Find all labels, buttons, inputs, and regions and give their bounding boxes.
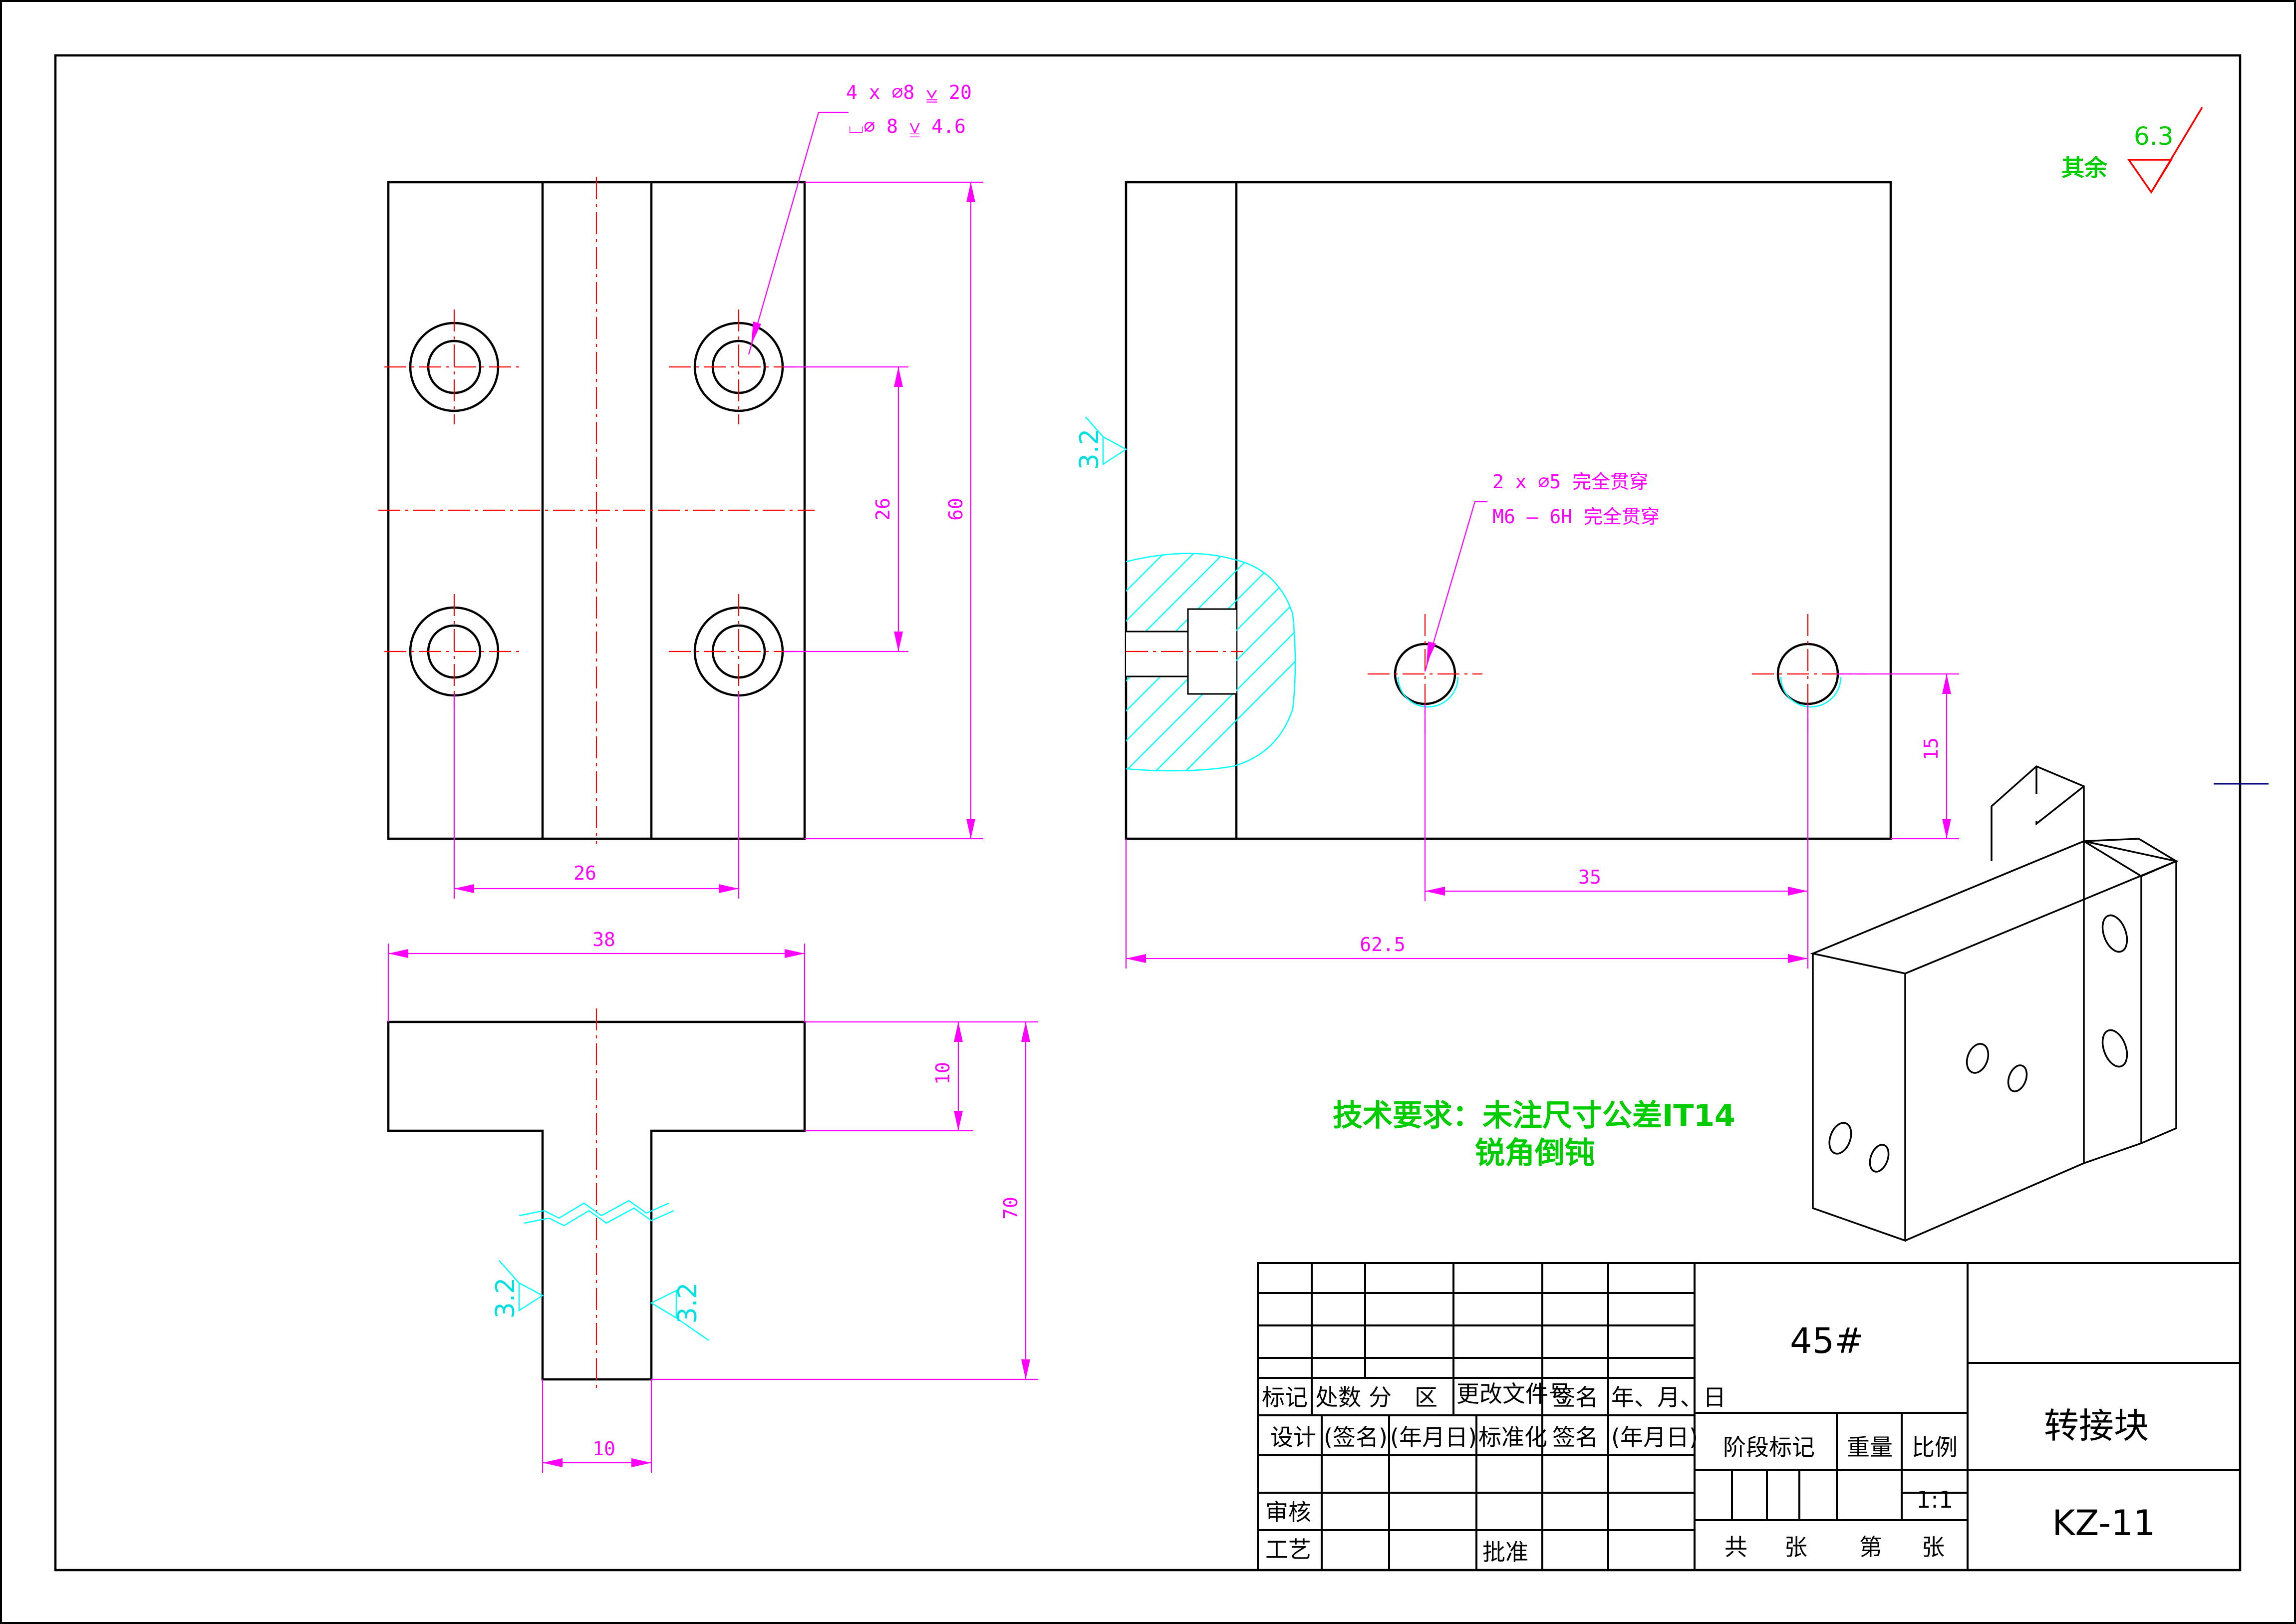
top-hole-2 [1776, 643, 1842, 708]
tb-date-paren: (年月日) [1390, 1424, 1477, 1451]
iso-hole-4 [2007, 1064, 2028, 1092]
tb-weight: 重量 [1847, 1434, 1893, 1461]
top-hole-callout-leader [1424, 501, 1487, 672]
tb-material: 45# [1790, 1320, 1864, 1361]
iso-hole-2 [2101, 1029, 2128, 1068]
side-roughness-left: 3.2 [491, 1260, 544, 1319]
front-center-lines [378, 177, 815, 844]
tb-ratio: 比例 [1912, 1434, 1958, 1461]
front-dim-60 [805, 181, 983, 840]
side-dim-70 [651, 1021, 1038, 1380]
top-hole-1 [1394, 643, 1459, 708]
tb-scale: 1:1 [1916, 1486, 1953, 1513]
front-hole-callout-leader [748, 111, 849, 355]
roughness-other-label: 其余 [2061, 154, 2108, 181]
tb-review: 审核 [1265, 1499, 1311, 1526]
technical-requirements-line2: 锐角倒钝 [1475, 1136, 1595, 1171]
side-dim-38-label: 38 [592, 929, 615, 951]
top-dim-35-label: 35 [1578, 866, 1601, 888]
roughness-other: 其余 6.3 [2061, 107, 2203, 194]
front-hole-callout-line1: 4 x ⌀8 ⩣ 20 [846, 81, 972, 103]
iso-hole-1 [2101, 914, 2128, 953]
top-center-lines [1368, 614, 1867, 734]
side-dim-10-flange [805, 1021, 973, 1132]
tb-drawing-number: KZ-11 [2052, 1503, 2156, 1544]
tb-mark: 标记 [1262, 1384, 1308, 1411]
iso-hole-3 [1966, 1043, 1990, 1074]
front-hole-callout-line2: ⌴⌀ 8 ⩣ 4.6 [849, 115, 966, 137]
top-view: 2 x ⌀5 完全贯穿 M6 – 6H 完全贯穿 15 35 62.5 3.2 [1075, 181, 1959, 969]
tb-total: 共 [1724, 1534, 1747, 1561]
side-dim-10-flange-label: 10 [932, 1062, 954, 1085]
tb-design: 设计 [1270, 1424, 1316, 1451]
top-dim-62-5-label: 62.5 [1360, 934, 1406, 956]
tb-date: 年、月、日 [1611, 1384, 1726, 1411]
top-dim-15-label: 15 [1920, 737, 1942, 760]
isometric-view [1810, 765, 2179, 1242]
top-dim-62-5 [1125, 839, 1808, 969]
top-dim-15 [1837, 673, 1959, 840]
svg-text:3.2: 3.2 [491, 1278, 521, 1319]
iso-hole-5 [1828, 1122, 1852, 1155]
top-view-outline [1125, 181, 1892, 840]
technical-requirements-line1: 技术要求：未注尺寸公差IT14 [1333, 1098, 1735, 1133]
side-break-line [519, 1200, 669, 1219]
roughness-other-value: 6.3 [2134, 122, 2174, 151]
tb-sign2: 签名 [1552, 1424, 1598, 1451]
front-view: 26 60 26 4 x ⌀8 ⩣ 20 ⌴⌀ 8 ⩣ 4.6 [378, 81, 983, 899]
front-dim-60-label: 60 [945, 498, 967, 521]
tb-standardize: 标准化 [1478, 1424, 1547, 1451]
top-dim-35 [1424, 704, 1809, 969]
iso-hole-6 [1869, 1144, 1890, 1173]
side-dim-10-stem [542, 1379, 652, 1473]
front-dim-26-vertical-label: 26 [872, 498, 894, 521]
side-dim-38 [387, 944, 806, 1022]
side-dim-70-label: 70 [1000, 1197, 1022, 1220]
front-dim-26-horizontal-label: 26 [574, 862, 596, 884]
side-roughness-right: 3.2 [650, 1283, 709, 1341]
svg-text:3.2: 3.2 [1075, 429, 1105, 470]
tb-sign-paren: (签名) [1324, 1424, 1388, 1451]
tb-part-name: 转接块 [2044, 1405, 2149, 1446]
svg-text:3.2: 3.2 [673, 1283, 703, 1324]
side-dim-10-stem-label: 10 [592, 1438, 615, 1460]
tb-change-doc: 更改文件号 [1456, 1380, 1571, 1407]
tb-sheet-no: 第 [1859, 1534, 1882, 1561]
tb-count: 处数 [1315, 1384, 1361, 1411]
side-view: 38 10 70 10 3.2 3.2 [387, 929, 1038, 1473]
tb-approve: 批准 [1482, 1539, 1528, 1566]
tb-zone: 分 区 [1369, 1384, 1437, 1411]
top-hole-callout-line2: M6 – 6H 完全贯穿 [1492, 506, 1660, 528]
tb-sheets: 张 [1784, 1534, 1807, 1561]
front-dim-26-vertical [784, 366, 908, 652]
tb-date-paren2: (年月日) [1611, 1424, 1698, 1451]
tb-sheet-unit: 张 [1922, 1534, 1945, 1561]
top-roughness-left: 3.2 [1075, 416, 1128, 470]
top-hole-callout-line1: 2 x ⌀5 完全贯穿 [1492, 471, 1648, 493]
tb-sign: 签名 [1552, 1384, 1598, 1411]
drawing-frame [54, 54, 2242, 1572]
front-dim-26-horizontal [453, 694, 740, 899]
front-hole-callout-arrow [751, 322, 761, 344]
title-block [1257, 1262, 2241, 1571]
partial-section-boundary [1126, 553, 1296, 772]
tb-stage-mark: 阶段标记 [1723, 1434, 1815, 1461]
tb-process: 工艺 [1265, 1536, 1311, 1563]
